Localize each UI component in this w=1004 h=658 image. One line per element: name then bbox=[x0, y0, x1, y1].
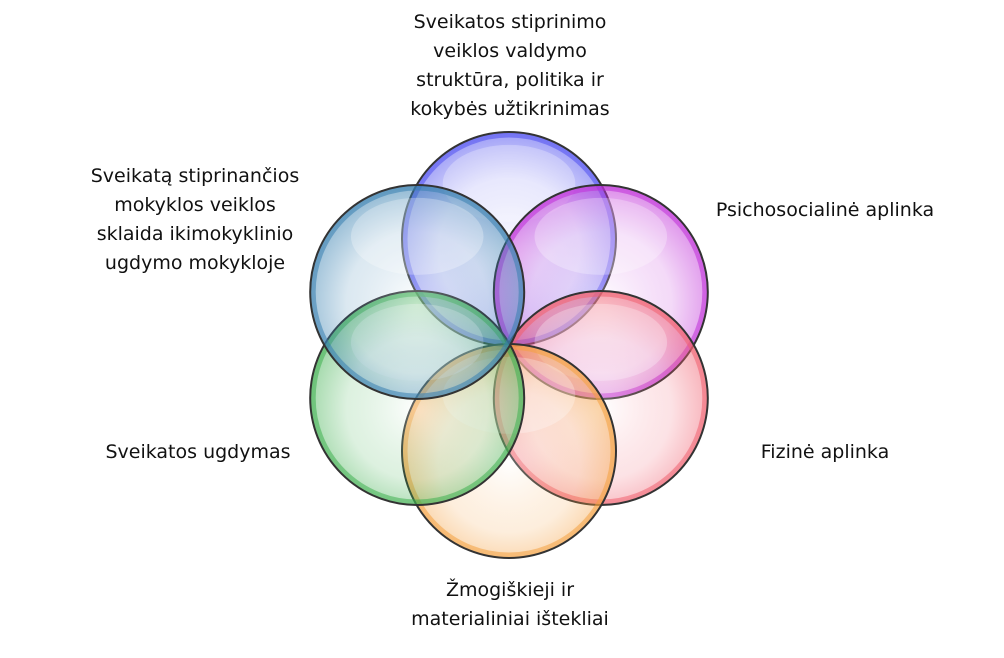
label-psychosocial-environment: Psichosocialinė aplinka bbox=[690, 196, 960, 225]
label-line: Žmogiškieji ir bbox=[445, 579, 575, 601]
label-resources: Žmogiškieji ir materialiniai ištekliai bbox=[360, 576, 660, 634]
circle-teal-fill bbox=[310, 185, 525, 399]
circle-purple-highlight bbox=[534, 197, 668, 275]
circle-teal-rim bbox=[310, 185, 524, 399]
label-dissemination: Sveikatą stiprinančios mokyklos veiklos … bbox=[55, 162, 335, 278]
circle-teal bbox=[309, 184, 526, 400]
circles-group bbox=[309, 131, 709, 559]
label-line: kokybės užtikrinimas bbox=[410, 98, 610, 120]
label-line: sklaida ikimokyklinio bbox=[96, 223, 294, 245]
label-line: ugdymo mokykloje bbox=[104, 252, 286, 274]
circle-teal-outline bbox=[309, 184, 526, 400]
label-line: Sveikatos stiprinimo bbox=[413, 11, 607, 33]
label-management-structure: Sveikatos stiprinimo veiklos valdymo str… bbox=[365, 8, 655, 124]
label-line: Psichosocialinė aplinka bbox=[715, 199, 935, 221]
label-physical-environment: Fizinė aplinka bbox=[725, 438, 925, 467]
label-line: veiklos valdymo bbox=[433, 40, 587, 62]
label-line: materialiniai ištekliai bbox=[411, 608, 609, 630]
label-line: Sveikatos ugdymas bbox=[105, 441, 291, 463]
label-line: mokyklos veiklos bbox=[114, 194, 276, 216]
circle-teal-highlight bbox=[350, 197, 484, 275]
label-health-education: Sveikatos ugdymas bbox=[78, 438, 318, 467]
label-line: Sveikatą stiprinančios bbox=[90, 165, 300, 187]
label-line: Fizinė aplinka bbox=[760, 441, 890, 463]
label-line: struktūra, politika ir bbox=[416, 69, 604, 91]
